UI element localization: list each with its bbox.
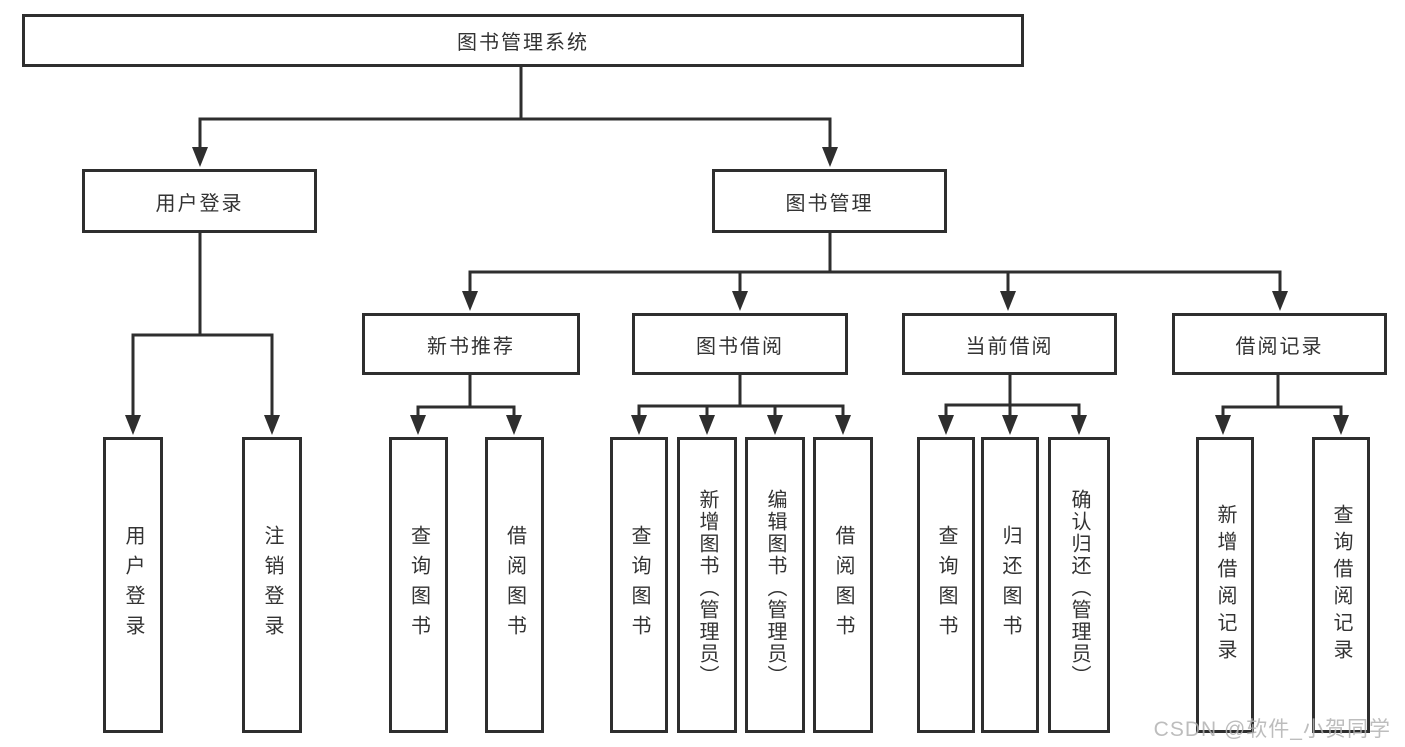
- node-root-system: 图书管理系统: [22, 14, 1024, 67]
- leaf-label: 编辑图书（管理员）: [764, 489, 786, 687]
- leaf-label: 查询图书: [407, 525, 430, 645]
- leaf-label: 用户登录: [122, 525, 144, 645]
- node-label: 新书推荐: [427, 335, 515, 358]
- node-label: 用户登录: [155, 192, 244, 215]
- node-current-borrow: 当前借阅: [902, 313, 1117, 375]
- leaf-edit-books-admin: 编辑图书（管理员）: [745, 437, 805, 733]
- leaf-label: 借阅图书: [832, 525, 854, 645]
- leaf-label: 新增借阅记录: [1214, 504, 1236, 666]
- node-new-book-recommend: 新书推荐: [362, 313, 580, 375]
- leaf-label: 查询图书: [935, 525, 957, 645]
- leaf-user-login: 用户登录: [103, 437, 163, 733]
- leaf-label: 新增图书（管理员）: [696, 489, 718, 687]
- leaf-label: 注销登录: [261, 525, 283, 645]
- node-book-management: 图书管理: [712, 169, 947, 233]
- node-label: 图书管理系统: [457, 32, 589, 54]
- csdn-watermark: CSDN @软件_小贺同学: [1153, 718, 1391, 741]
- leaf-borrow-books: 借阅图书: [813, 437, 873, 733]
- leaf-borrow-books-recommend: 借阅图书: [485, 437, 544, 733]
- node-user-login: 用户登录: [82, 169, 317, 233]
- node-label: 当前借阅: [965, 335, 1054, 358]
- leaf-add-borrow-record: 新增借阅记录: [1196, 437, 1254, 733]
- leaf-label: 查询图书: [628, 525, 650, 645]
- leaf-label: 归还图书: [999, 525, 1021, 645]
- leaf-query-borrow-record: 查询借阅记录: [1312, 437, 1370, 733]
- leaf-label: 确认归还（管理员）: [1068, 489, 1090, 687]
- leaf-label: 查询借阅记录: [1330, 504, 1352, 666]
- node-label: 图书管理: [785, 192, 874, 215]
- node-book-borrow: 图书借阅: [632, 313, 848, 375]
- leaf-add-books-admin: 新增图书（管理员）: [677, 437, 737, 733]
- leaf-query-books-recommend: 查询图书: [389, 437, 448, 733]
- leaf-label: 借阅图书: [503, 525, 526, 645]
- node-borrow-records: 借阅记录: [1172, 313, 1387, 375]
- leaf-query-books-current: 查询图书: [917, 437, 975, 733]
- node-label: 图书借阅: [696, 335, 784, 358]
- leaf-logout: 注销登录: [242, 437, 302, 733]
- leaf-confirm-return-admin: 确认归还（管理员）: [1048, 437, 1110, 733]
- leaf-return-books: 归还图书: [981, 437, 1039, 733]
- node-label: 借阅记录: [1235, 335, 1324, 358]
- leaf-query-books-borrow: 查询图书: [610, 437, 668, 733]
